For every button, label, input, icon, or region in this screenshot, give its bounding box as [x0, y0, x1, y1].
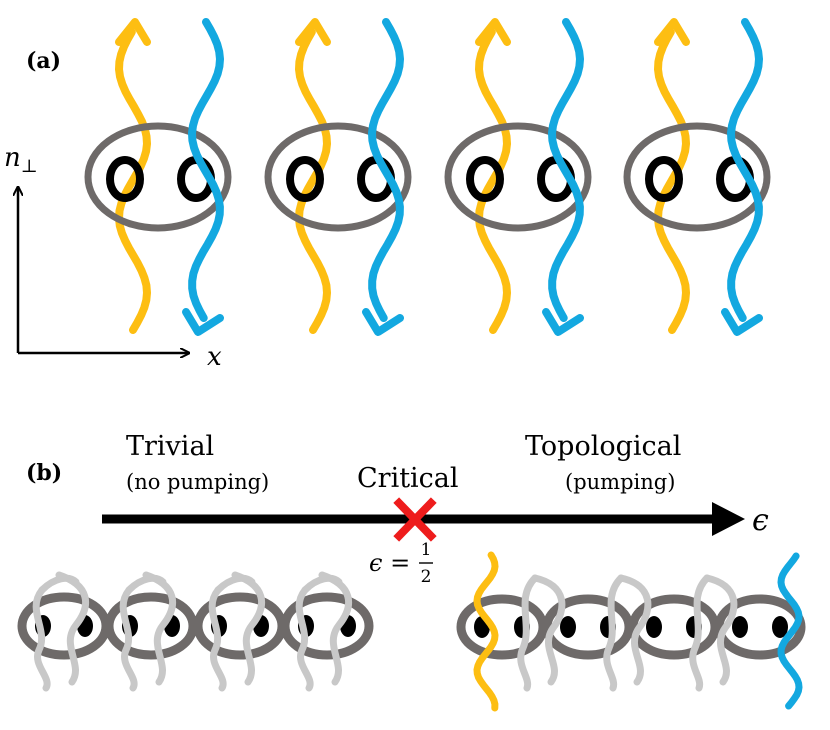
faded-wave	[617, 574, 652, 686]
trivial-chain	[17, 571, 374, 692]
faded-wave	[142, 571, 176, 686]
downward-arrowhead	[542, 308, 584, 336]
phase-axis-arrowhead	[712, 502, 745, 536]
ring	[104, 592, 198, 660]
panel-b: (b) Trivial (no pumping) Critical Topolo…	[17, 431, 806, 712]
trivial-unit-cell	[280, 571, 374, 692]
critical-point-marker	[393, 497, 437, 542]
ring	[444, 122, 592, 232]
upward-edge-wave	[114, 28, 152, 334]
downward-edge-wave	[726, 18, 764, 322]
bond-wave	[517, 574, 566, 692]
downward-edge-wave	[367, 18, 405, 322]
ring	[714, 594, 806, 660]
faded-wave	[55, 571, 89, 686]
ring	[264, 122, 412, 232]
ring	[456, 594, 548, 660]
faded-wave	[603, 574, 625, 692]
unit-cell-chain	[84, 18, 771, 336]
bond-wave	[689, 574, 738, 692]
faded-wave	[318, 571, 352, 686]
faded-wave	[295, 586, 314, 692]
topological-unit-cell	[714, 594, 806, 660]
downward-arrowhead	[362, 308, 404, 336]
faded-wave	[301, 574, 343, 594]
upward-arrowhead	[475, 18, 511, 46]
faded-wave	[125, 574, 167, 594]
hole-left	[560, 616, 576, 638]
topological-chain	[456, 551, 806, 712]
trivial-unit-cell	[193, 571, 287, 692]
faded-wave	[689, 574, 711, 692]
critical-value-numerator: 1	[421, 540, 432, 560]
topological-label: Topological	[525, 431, 681, 462]
faded-wave	[231, 571, 265, 686]
hole-left	[732, 616, 748, 638]
phase-axis-label: ϵ	[752, 503, 769, 538]
critical-value-lhs: ϵ =	[369, 549, 410, 577]
downward-edge-wave	[187, 18, 225, 322]
trivial-unit-cell	[104, 571, 198, 692]
downward-arrowhead	[182, 308, 224, 336]
bond-wave	[603, 574, 652, 692]
downward-arrowhead	[721, 308, 763, 336]
panel-a-label: (a)	[26, 48, 61, 74]
faded-wave	[703, 574, 738, 686]
y-axis-label: n⊥	[4, 143, 38, 177]
faded-wave	[531, 574, 566, 686]
critical-value-denominator: 2	[421, 567, 432, 587]
trivial-sublabel: (no pumping)	[126, 470, 269, 494]
unit-cell	[84, 18, 232, 336]
hole-right	[772, 616, 788, 638]
topological-sublabel: (pumping)	[565, 470, 675, 494]
upward-arrowhead	[654, 18, 690, 46]
hole-left	[286, 156, 324, 202]
x-axis-label: x	[207, 342, 222, 372]
right-edge-mode-wave	[777, 552, 803, 710]
upward-edge-wave	[474, 28, 512, 334]
left-edge-mode-wave	[473, 551, 499, 712]
faded-wave	[517, 574, 539, 692]
upward-edge-wave	[653, 28, 691, 334]
trivial-label: Trivial	[126, 431, 214, 462]
hole-left	[645, 156, 683, 202]
hole-left	[466, 156, 504, 202]
faded-wave	[38, 574, 80, 594]
faded-wave	[214, 574, 256, 594]
panel-b-label: (b)	[26, 460, 62, 486]
upward-edge-wave	[294, 28, 332, 334]
faded-wave	[208, 586, 227, 692]
upward-arrowhead	[115, 18, 151, 46]
unit-cell	[264, 18, 412, 336]
panel-a: (a) n⊥ x	[4, 18, 771, 372]
hole-left	[106, 156, 144, 202]
hole-left	[646, 616, 662, 638]
upward-arrowhead	[295, 18, 331, 46]
faded-wave	[119, 586, 138, 692]
ring	[623, 122, 771, 232]
unit-cell	[623, 18, 771, 336]
topological-unit-cell	[456, 594, 548, 660]
critical-label: Critical	[357, 463, 459, 494]
ring	[280, 592, 374, 660]
downward-edge-wave	[547, 18, 585, 322]
unit-cell	[444, 18, 592, 336]
critical-value: ϵ = 1 2	[369, 540, 433, 587]
ring	[84, 122, 232, 232]
trivial-unit-cell	[17, 571, 111, 692]
faded-wave	[32, 586, 51, 692]
